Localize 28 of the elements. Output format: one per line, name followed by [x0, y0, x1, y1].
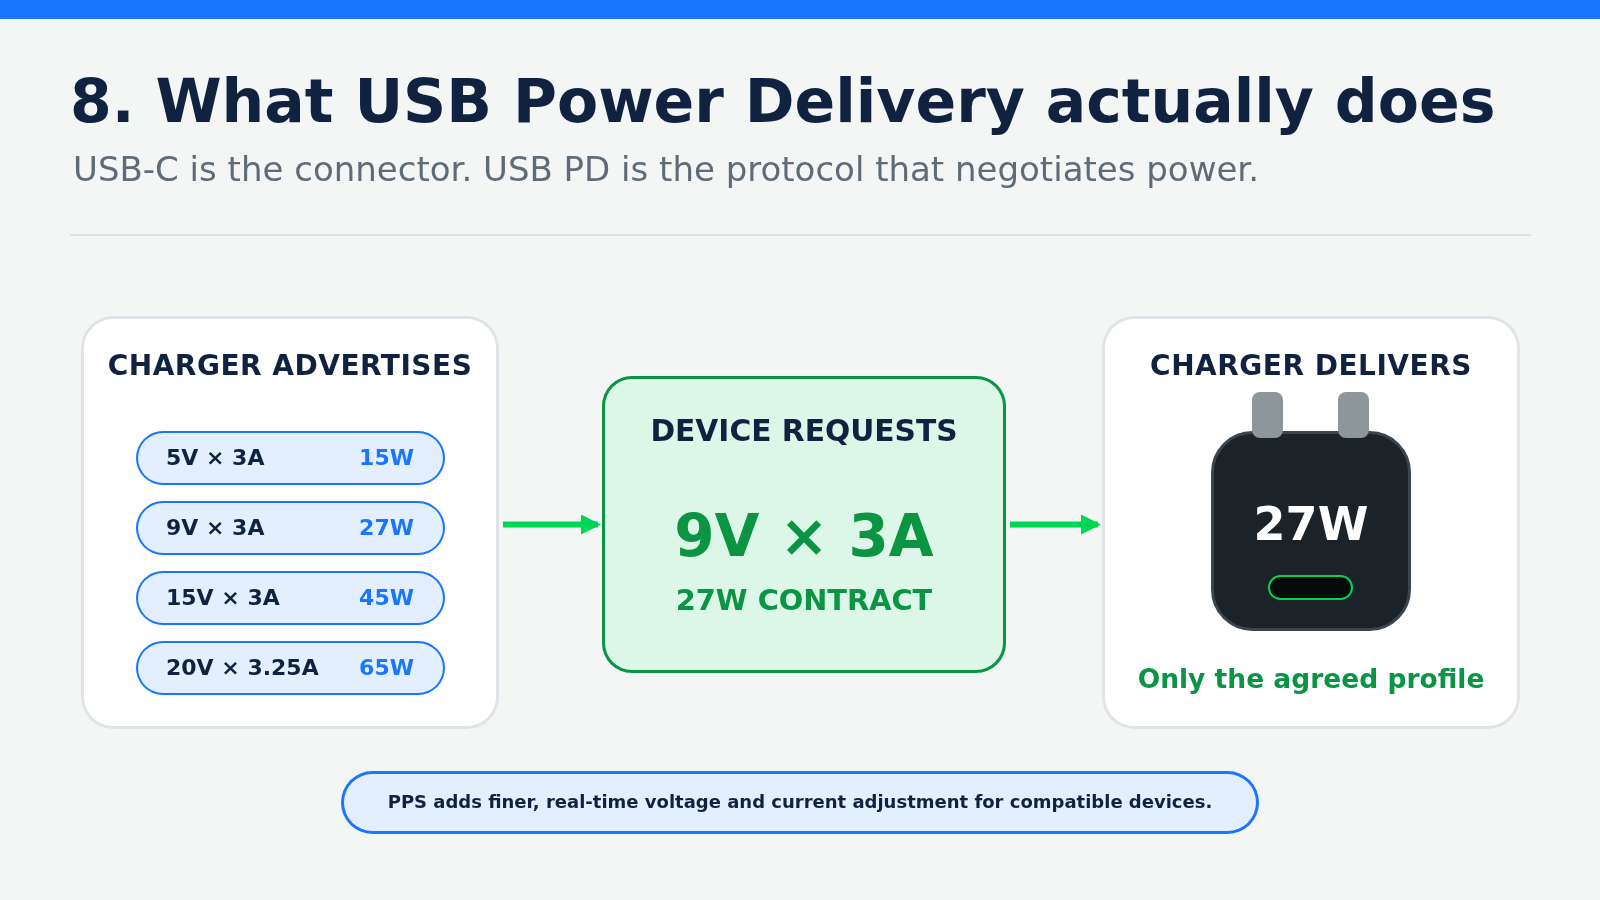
voltage-current-text: 15V × 3A	[166, 584, 280, 612]
panel-heading: CHARGER ADVERTISES	[107, 348, 473, 383]
advertise-panel	[81, 316, 499, 729]
voltage-current-text: 5V × 3A	[166, 444, 265, 472]
arrow	[1010, 514, 1101, 535]
power-profile-pill	[136, 571, 445, 625]
subtitle: USB-C is the connector. USB PD is the protocol that negotiates power.	[73, 148, 1259, 190]
charger-illustration	[1211, 392, 1411, 631]
power-profile-pill	[136, 431, 445, 485]
wattage-text: 27W	[1253, 497, 1369, 553]
wattage-text: 65W	[359, 654, 414, 682]
delivery-panel	[1102, 316, 1520, 729]
panel-heading: DEVICE REQUESTS	[650, 412, 958, 449]
wattage-text: 45W	[359, 584, 414, 612]
requested-value: 9V × 3A	[674, 502, 934, 572]
voltage-current-text: 20V × 3.25A	[166, 654, 319, 682]
panel-heading: CHARGER DELIVERS	[1150, 348, 1472, 383]
power-profile-pill	[136, 641, 445, 695]
wattage-text: 15W	[359, 444, 414, 472]
request-panel	[602, 376, 1006, 673]
arrow	[503, 514, 601, 535]
wattage-text: 27W	[359, 514, 414, 542]
profile-caption: Only the agreed profile	[1137, 662, 1485, 695]
note-text: PPS adds finer, real-time voltage and current adjustment for compatible devices.	[387, 790, 1213, 813]
voltage-current-text: 9V × 3A	[166, 514, 265, 542]
power-profile-pill	[136, 501, 445, 555]
contract-text: 27W CONTRACT	[675, 582, 933, 618]
title: 8. What USB Power Delivery actually does	[70, 65, 1496, 138]
